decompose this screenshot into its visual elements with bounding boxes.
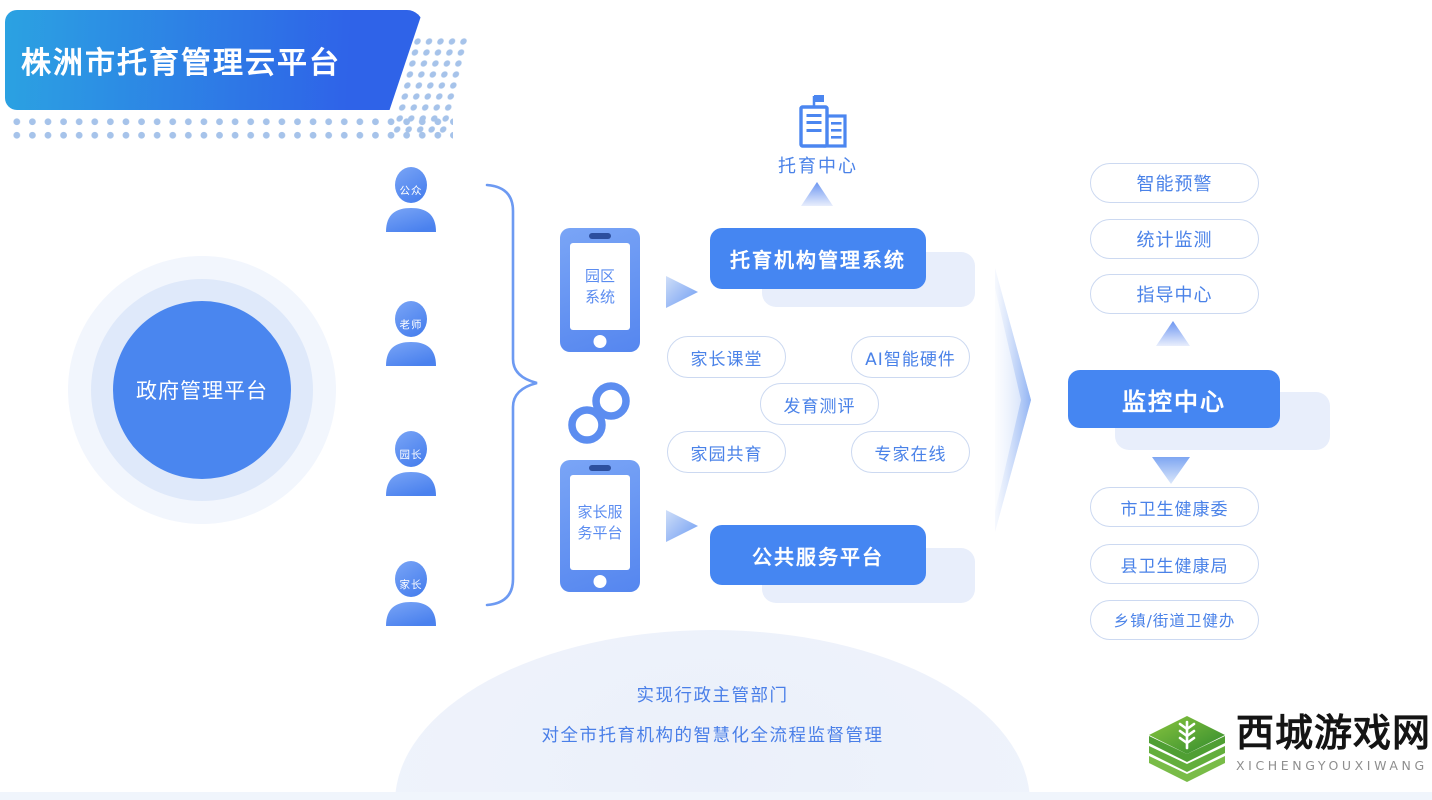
phone-screen-label: 家长服 务平台: [570, 475, 630, 570]
footer-line2: 对全市托育机构的智慧化全流程监督管理: [541, 726, 884, 746]
phone-screen-label: 园区 系统: [570, 243, 630, 330]
person-icon: [386, 561, 436, 626]
big-right-chevron: [995, 268, 1031, 532]
pill-city-health-commission: 市卫生健康委: [1090, 487, 1259, 527]
title-banner: 株洲市托育管理云平台: [5, 10, 423, 110]
brace-connector: [485, 183, 538, 607]
pill-expert-online: 专家在线: [851, 431, 970, 473]
person-icon: [386, 431, 436, 496]
pill-county-health-bureau: 县卫生健康局: [1090, 544, 1259, 584]
right-chevron-icon: [666, 510, 698, 542]
page-title: 株洲市托育管理云平台: [21, 46, 341, 81]
person-parent: 家长: [383, 560, 439, 626]
building-icon: [799, 95, 847, 148]
person-label: 公众: [399, 185, 423, 197]
watermark-name: 西城游戏网: [1236, 711, 1432, 755]
watermark: 西城游戏网 XICHENGYOUXIWANG: [1146, 711, 1432, 796]
person-principal: 园长: [383, 430, 439, 496]
watermark-subtitle: XICHENGYOUXIWANG: [1236, 757, 1428, 773]
person-public: 公众: [383, 166, 439, 232]
government-platform-label: 政府管理平台: [136, 379, 268, 403]
up-arrow-icon: [1156, 321, 1190, 346]
phone-notch: [589, 465, 611, 471]
pill-guidance-center: 指导中心: [1090, 274, 1259, 314]
dots-pattern-rows: [5, 113, 453, 140]
childcare-center-label: 托育中心: [778, 156, 858, 177]
person-icon: [386, 167, 436, 232]
pill-smart-warning: 智能预警: [1090, 163, 1259, 203]
chain-link-icon: [568, 382, 630, 444]
footer-ellipse: [395, 630, 1030, 800]
person-label: 家长: [399, 579, 423, 591]
person-label: 老师: [399, 319, 423, 331]
footer-line1: 实现行政主管部门: [636, 686, 789, 706]
box-childcare-management-system: 托育机构管理系统: [710, 228, 926, 289]
person-icon: [386, 301, 436, 366]
box-monitoring-center: 监控中心: [1068, 370, 1280, 428]
circle-government-platform: 政府管理平台: [68, 256, 336, 524]
watermark-logo-icon: [1149, 716, 1225, 782]
pill-development-assessment: 发育测评: [760, 383, 879, 425]
pill-parent-classroom: 家长课堂: [667, 336, 786, 378]
pill-township-health-office: 乡镇/街道卫健办: [1090, 600, 1259, 640]
box-public-service-platform: 公共服务平台: [710, 525, 926, 585]
circle-ring: 政府管理平台: [91, 279, 313, 501]
watermark-text: 西城游戏网 XICHENGYOUXIWANG: [1236, 711, 1432, 773]
phone-home-button: [593, 335, 607, 348]
down-arrow-icon: [1152, 457, 1190, 484]
phone-park-system: 园区 系统: [560, 228, 640, 352]
phone-notch: [589, 233, 611, 239]
person-label: 园长: [399, 449, 423, 461]
circle-core: 政府管理平台: [113, 301, 291, 479]
up-arrow-icon: [801, 182, 833, 206]
person-teacher: 老师: [383, 300, 439, 366]
pill-ai-hardware: AI智能硬件: [851, 336, 970, 378]
phone-home-button: [593, 575, 607, 588]
bottom-strip: [0, 792, 1432, 800]
pill-home-coeducation: 家园共育: [667, 431, 786, 473]
pill-statistics-monitoring: 统计监测: [1090, 219, 1259, 259]
phone-parent-service: 家长服 务平台: [560, 460, 640, 592]
right-chevron-icon: [666, 276, 698, 308]
